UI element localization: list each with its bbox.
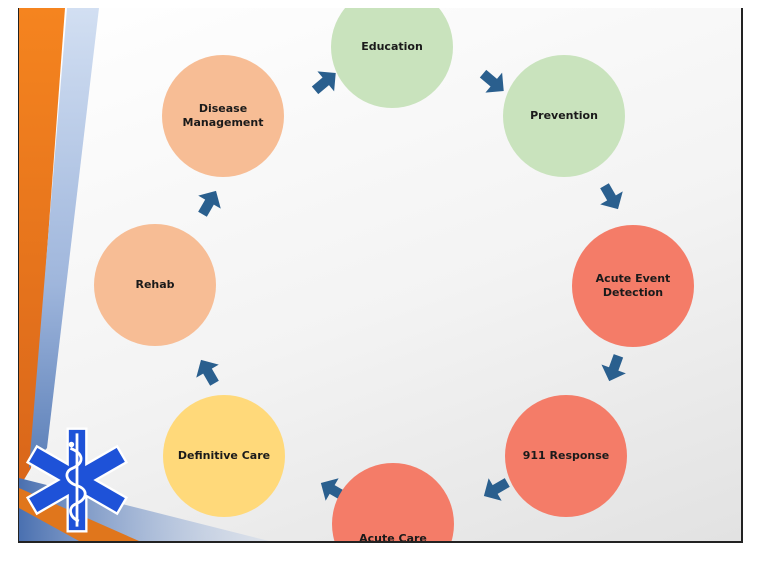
arrow-icon	[479, 69, 504, 93]
node-education: Education	[331, 8, 453, 108]
node-prevention: Prevention	[503, 55, 625, 177]
arrow-icon	[600, 183, 623, 210]
arrow-icon	[198, 190, 221, 217]
star-of-life-icon	[25, 427, 129, 533]
node-disease-management: Disease Management	[162, 55, 284, 177]
arrow-icon	[311, 71, 336, 95]
arrow-icon	[196, 359, 219, 386]
node-acute-event-detection: Acute Event Detection	[572, 225, 694, 347]
node-911-response: 911 Response	[505, 395, 627, 517]
node-definitive-care: Definitive Care	[163, 395, 285, 517]
slide: Education Prevention Acute Event Detecti…	[18, 8, 743, 543]
arrow-icon	[601, 354, 626, 382]
node-rehab: Rehab	[94, 224, 216, 346]
arrow-icon	[483, 478, 510, 501]
